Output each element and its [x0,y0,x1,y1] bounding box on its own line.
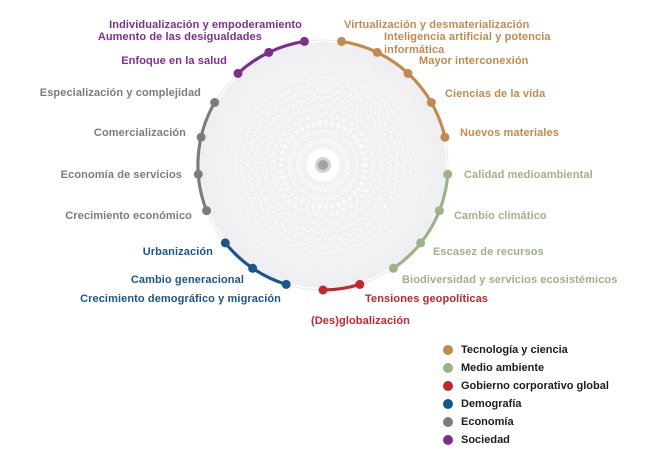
node-dot-5 [443,169,453,179]
legend-label: Tecnología y ciencia [461,343,568,356]
legend-color-dot [443,416,453,427]
node-dot-18 [233,68,243,78]
node-dot-6 [434,206,444,216]
node-dot-16 [196,132,206,142]
node-dot-3 [426,98,436,107]
node-dot-8 [388,263,398,273]
category-arc-economia [196,100,217,213]
node-dot-1 [372,47,382,57]
node-dot-4 [440,132,450,142]
legend-item-medio_ambiente: Medio ambiente [443,359,609,376]
node-dot-20 [299,36,309,46]
node-dot-13 [220,238,230,248]
legend-color-dot [443,434,453,445]
legend-label: Economía [461,415,514,428]
legend-item-demografia: Demografía [443,395,609,412]
legend-color-dot [443,398,453,409]
legend-color-dot [443,380,453,391]
center-hub-dot [315,157,331,173]
legend-color-dot [443,362,453,373]
chord-mesh [200,41,446,289]
legend-item-economia: Economía [443,413,609,430]
node-dot-12 [248,263,258,273]
legend-color-dot [443,344,453,355]
node-dot-19 [264,47,274,57]
legend-item-sociedad: Sociedad [443,431,609,448]
node-dot-11 [281,279,291,289]
legend-label: Gobierno corporativo global [461,379,609,392]
node-dot-0 [337,36,347,46]
node-dot-9 [355,279,365,289]
node-dot-10 [318,285,328,295]
node-dot-7 [416,238,426,248]
legend-label: Demografía [461,397,522,410]
legend-item-tecnologia: Tecnología y ciencia [443,341,609,358]
node-dot-14 [202,206,212,216]
legend-label: Sociedad [461,433,510,446]
category-arc-medio_ambiente [391,172,450,270]
legend-label: Medio ambiente [461,361,545,374]
legend-item-gobierno: Gobierno corporativo global [443,377,609,394]
node-dot-2 [403,68,413,78]
node-dot-17 [210,98,220,107]
node-dot-15 [193,169,203,179]
